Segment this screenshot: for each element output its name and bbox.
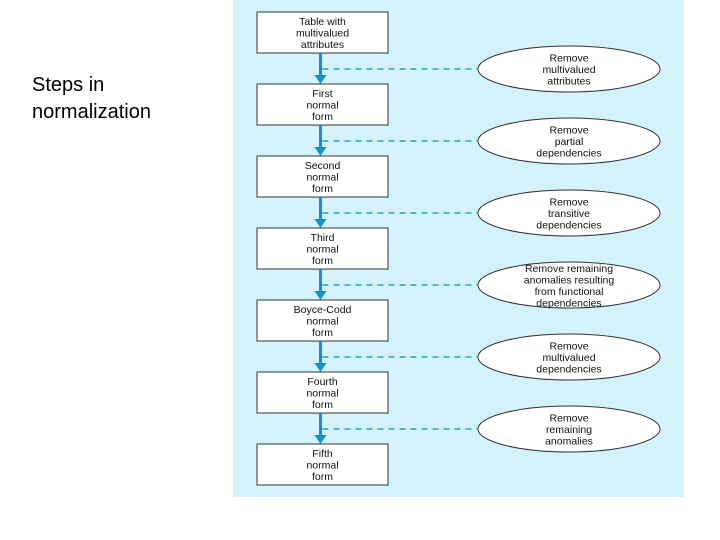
step-label: partial <box>555 136 584 148</box>
arrow-head-icon <box>314 219 327 228</box>
form-label: normal <box>306 172 338 184</box>
step-label: anomalies resulting <box>524 274 615 286</box>
form-label: form <box>312 111 333 123</box>
form-label: form <box>312 399 333 411</box>
arrow-head-icon <box>314 435 327 444</box>
step-label: Remove <box>549 341 588 353</box>
step-label: multivalued <box>542 64 595 76</box>
step-label: anomalies <box>545 436 593 448</box>
form-label: attributes <box>301 39 344 51</box>
form-label: normal <box>306 316 338 328</box>
form-box-rect <box>256 299 389 342</box>
form-label: First <box>312 88 332 100</box>
form-label: Fourth <box>307 376 338 388</box>
form-box-rect <box>256 443 389 486</box>
form-label: form <box>312 183 333 195</box>
arrow-head-icon <box>314 363 327 372</box>
step-label: remaining <box>546 424 592 436</box>
arrow-head-icon <box>314 75 327 84</box>
form-label: form <box>312 471 333 483</box>
step-label: Remove remaining <box>525 263 613 275</box>
step-label: Remove <box>549 53 588 65</box>
form-label: normal <box>306 244 338 256</box>
step-label: attributes <box>547 76 590 88</box>
slide-title: Steps in normalization <box>32 74 151 123</box>
form-label: Table with <box>299 16 346 28</box>
step-label: from functional <box>535 286 604 298</box>
form-box-rect <box>256 371 389 414</box>
form-label: Boyce-Codd <box>294 304 352 316</box>
form-label: form <box>312 327 333 339</box>
form-label: multivalued <box>296 28 349 40</box>
step-label: Remove <box>549 413 588 425</box>
form-label: Fifth <box>312 448 333 460</box>
step-label: Remove <box>549 197 588 209</box>
form-box-rect <box>256 83 389 126</box>
step-label: transitive <box>548 208 590 220</box>
form-label: normal <box>306 460 338 472</box>
step-label: Remove <box>549 125 588 137</box>
form-box-rect <box>256 227 389 270</box>
step-label: multivalued <box>542 352 595 364</box>
arrow-head-icon <box>314 291 327 300</box>
arrow-head-icon <box>314 147 327 156</box>
step-label: dependencies <box>536 364 601 376</box>
form-label: form <box>312 255 333 267</box>
form-box-rect <box>256 11 389 54</box>
form-box-rect <box>256 155 389 198</box>
form-label: Second <box>305 160 341 172</box>
form-label: normal <box>306 100 338 112</box>
form-label: normal <box>306 388 338 400</box>
step-label: dependencies <box>536 220 601 232</box>
form-label: Third <box>311 232 335 244</box>
step-label: dependencies <box>536 297 601 309</box>
step-label: dependencies <box>536 148 601 160</box>
